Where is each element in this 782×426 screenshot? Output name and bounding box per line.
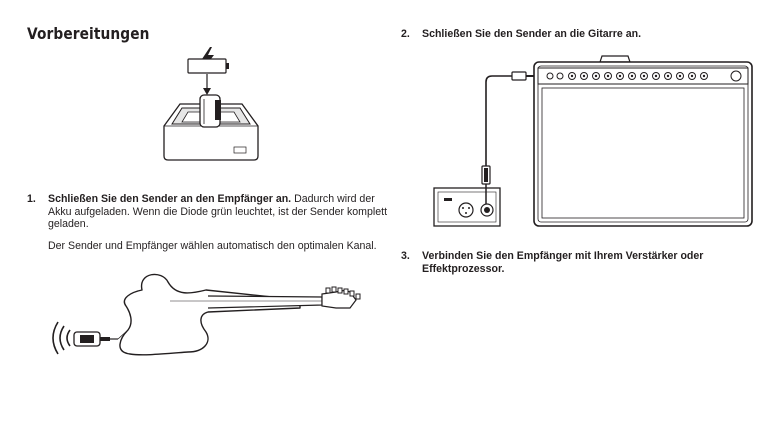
step-1: 1. Schließen Sie den Sender an den Empfä… bbox=[27, 193, 387, 233]
lightning-bolt-icon bbox=[202, 47, 214, 68]
step-3: 3. Verbinden Sie den Empfänger mit Ihrem… bbox=[401, 250, 761, 278]
charger-illustration bbox=[163, 47, 259, 161]
step-text: Schließen Sie den Sender an den Empfänge… bbox=[48, 193, 388, 231]
step-instruction: Schließen Sie den Sender an den Empfänge… bbox=[48, 193, 292, 205]
step-number: 2. bbox=[401, 28, 410, 40]
guitar-illustration bbox=[52, 273, 361, 356]
step-number: 1. bbox=[27, 193, 36, 205]
step-instruction: Schließen Sie den Sender an die Gitarre … bbox=[422, 28, 642, 40]
step-2: 2. Schließen Sie den Sender an die Gitar… bbox=[401, 28, 761, 42]
step-text: Verbinden Sie den Empfänger mit Ihrem Ve… bbox=[422, 250, 757, 275]
step-instruction: Verbinden Sie den Empfänger mit Ihrem Ve… bbox=[422, 250, 704, 275]
amplifier-illustration bbox=[433, 55, 753, 227]
step-text: Schließen Sie den Sender an die Gitarre … bbox=[422, 28, 762, 41]
wireless-signal-icon bbox=[52, 321, 71, 355]
transmitter-icon bbox=[73, 331, 118, 347]
step-description: Dadurch wird der Akku aufgeladen. Wenn d… bbox=[48, 193, 388, 230]
step-number: 3. bbox=[401, 250, 410, 262]
section-title: Vorbereitungen bbox=[27, 24, 150, 43]
battery-icon bbox=[187, 58, 229, 74]
auto-channel-note: Der Sender und Empfänger wählen automati… bbox=[48, 240, 377, 252]
